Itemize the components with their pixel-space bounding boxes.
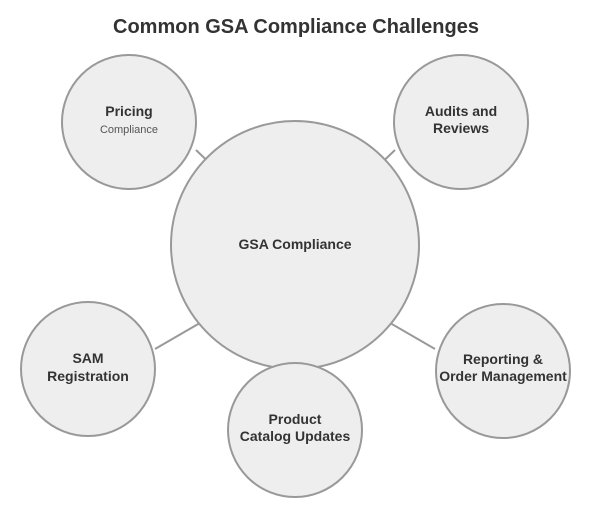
node-audits: Audits and Reviews bbox=[393, 54, 529, 190]
audits-line1: Audits and bbox=[425, 103, 497, 119]
pricing-subtitle: Compliance bbox=[100, 124, 158, 136]
node-catalog: Product Catalog Updates bbox=[227, 362, 363, 498]
center-node: GSA Compliance bbox=[170, 120, 420, 370]
catalog-line2: Catalog Updates bbox=[240, 428, 351, 444]
reporting-line1: Reporting & bbox=[463, 351, 543, 367]
audits-circle bbox=[393, 54, 529, 190]
node-reporting: Reporting & Order Management bbox=[435, 303, 571, 439]
reporting-circle bbox=[435, 303, 571, 439]
catalog-line1: Product bbox=[269, 411, 322, 427]
pricing-title: Pricing bbox=[105, 103, 152, 119]
pricing-circle bbox=[61, 54, 197, 190]
audits-line2: Reviews bbox=[433, 120, 489, 136]
node-sam: SAM Registration bbox=[20, 301, 156, 437]
catalog-circle bbox=[227, 362, 363, 498]
node-pricing: Pricing Compliance bbox=[61, 54, 197, 190]
sam-line2: Registration bbox=[47, 368, 129, 384]
reporting-line2: Order Management bbox=[439, 368, 567, 384]
center-label: GSA Compliance bbox=[238, 236, 351, 252]
diagram-title: Common GSA Compliance Challenges bbox=[113, 16, 479, 38]
sam-circle bbox=[20, 301, 156, 437]
sam-line1: SAM bbox=[72, 350, 103, 366]
